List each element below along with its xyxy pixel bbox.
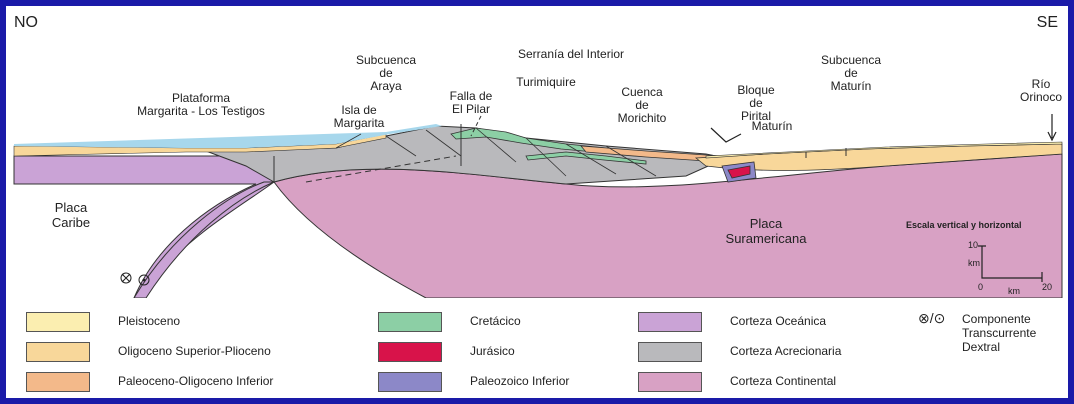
label-placa-caribe: Placa Caribe [36,200,106,230]
legend-label: Cretácico [470,314,521,328]
label-maturin: Maturín [742,120,802,133]
scale-zero: 0 [978,282,983,292]
scale-hunit: km [1008,286,1020,296]
label-plataforma: Plataforma Margarita - Los Testigos [106,92,296,118]
legend-swatch [378,372,442,392]
strike-slip-symbol-icon: ⊗/⊙ [918,310,945,327]
label-bloque-pirital: Bloque de Pirital [726,84,786,123]
legend-swatch [26,312,90,332]
subducting-slab [134,182,274,298]
legend-swatch [26,372,90,392]
legend-swatch [378,342,442,362]
corner-no: NO [14,14,38,32]
label-falla-pilar: Falla de El Pilar [436,90,506,116]
label-subcuenca-maturin: Subcuenca de Maturín [806,54,896,93]
legend-swatch [26,342,90,362]
legend-swatch [638,342,702,362]
label-placa-suramericana: Placa Suramericana [696,216,836,246]
label-subcuenca-araya: Subcuenca de Araya [346,54,426,93]
legend-label: Paleozoico Inferior [470,374,569,388]
label-rio-orinoco: Río Orinoco [1016,78,1066,104]
label-serrania: Serranía del Interior [491,48,651,61]
legend-label: Jurásico [470,344,515,358]
scale-title: Escala vertical y horizontal [906,220,1022,230]
label-turimiquire: Turimiquire [501,76,591,89]
legend-swatch [638,312,702,332]
maturin-arrow [711,128,741,142]
legend-label: Oligoceno Superior-Plioceno [118,344,271,358]
legend-label: Corteza Acrecionaria [730,344,841,358]
legend-swatch [378,312,442,332]
cross-section: NO SE Plataforma Margarita - Los Testigo… [6,6,1068,298]
legend-label: Corteza Oceánica [730,314,826,328]
label-isla-margarita: Isla de Margarita [324,104,394,130]
scale-hmax: 20 [1042,282,1052,292]
corner-se: SE [1037,14,1058,32]
orinoco-arrow [1048,114,1056,140]
legend: Pleistoceno Oligoceno Superior-Plioceno … [6,300,1068,398]
scale-vunit: km [968,258,980,268]
legend-label: Paleoceno-Oligoceno Inferior [118,374,273,388]
scale-vmax: 10 [968,240,978,250]
legend-label: Corteza Continental [730,374,836,388]
label-cuenca-morichito: Cuenca de Morichito [602,86,682,125]
legend-swatch [638,372,702,392]
strike-slip-label: Componente Transcurrente Dextral [962,312,1036,354]
legend-label: Pleistoceno [118,314,180,328]
